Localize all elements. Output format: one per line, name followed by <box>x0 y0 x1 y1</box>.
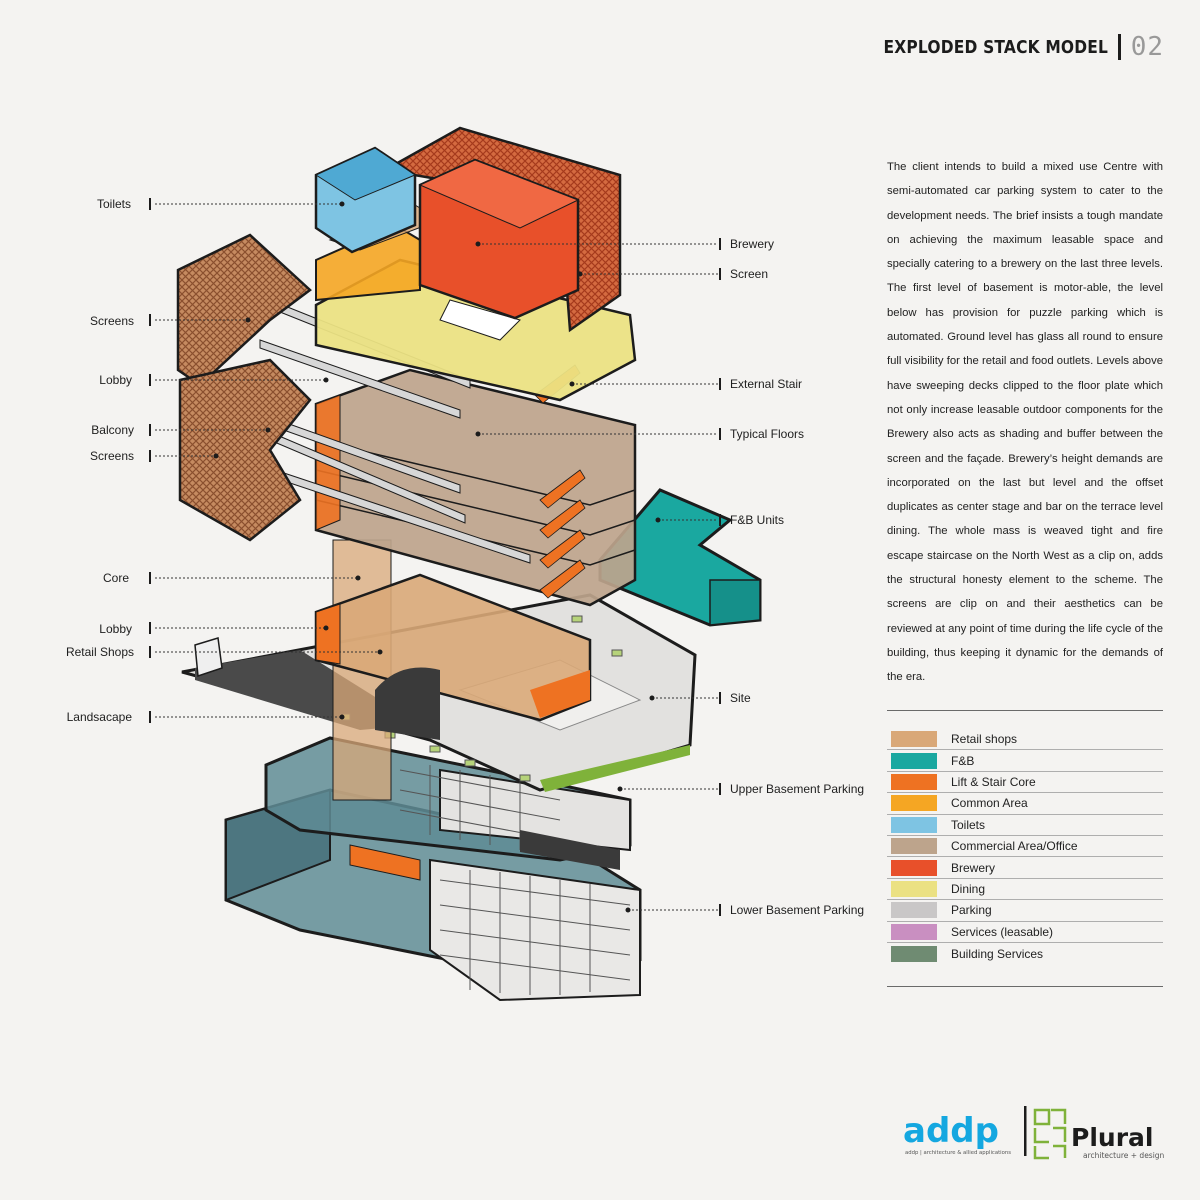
legend-item: Common Area <box>887 793 1163 815</box>
label-core: Core <box>102 571 129 585</box>
label-upper-basement: Upper Basement Parking <box>730 782 865 796</box>
legend-swatch <box>891 773 937 790</box>
legend-swatch <box>891 902 937 919</box>
label-external-stair: External Stair <box>730 377 803 391</box>
sheet-title: EXPLODED STACK MODEL <box>883 36 1108 58</box>
leader-lines <box>155 203 718 911</box>
legend-item: Commercial Area/Office <box>887 836 1163 858</box>
label-screen: Screen <box>730 267 769 281</box>
legend-label: Parking <box>951 903 992 918</box>
legend-swatch <box>891 923 937 940</box>
label-typical-floors: Typical Floors <box>730 427 805 441</box>
legend-item: Building Services <box>887 943 1163 964</box>
legend-item: Toilets <box>887 815 1163 836</box>
lower-parking-grid <box>439 870 631 995</box>
firm-logos: addp addp | architecture & allied applic… <box>903 1106 1165 1160</box>
legend-label: Lift & Stair Core <box>951 774 1036 789</box>
legend-item: Brewery <box>887 857 1163 879</box>
sheet-number: 02 <box>1130 32 1164 62</box>
toilets-mass <box>314 146 417 254</box>
legend-label: Toilets <box>951 817 986 832</box>
legend-label: Brewery <box>951 860 996 875</box>
label-lobby-bottom: Lobby <box>99 622 132 636</box>
plural-logo-mark <box>1033 1108 1067 1160</box>
retail-floor-mass <box>314 573 592 740</box>
legend-swatch <box>891 795 937 812</box>
left-screens <box>176 233 312 542</box>
legend-swatch <box>891 838 937 855</box>
legend-item: Retail shops <box>887 729 1163 751</box>
project-description: The client intends to build a mixed use … <box>887 161 1163 684</box>
plural-wordmark: Plural <box>1071 1123 1153 1152</box>
label-site: Site <box>730 691 751 705</box>
legend-item: F&B <box>887 750 1163 772</box>
addp-logo: addp addp | architecture & allied applic… <box>903 1111 1011 1156</box>
legend-label: Building Services <box>951 946 1044 961</box>
plural-tagline: architecture + design <box>1083 1151 1165 1160</box>
legend-label: Services (leasable) <box>951 924 1054 939</box>
brewery-mass <box>418 158 580 320</box>
legend-item: Lift & Stair Core <box>887 772 1163 794</box>
legend-label: Dining <box>951 881 986 896</box>
logo-divider <box>1024 1106 1027 1156</box>
legend-swatch <box>891 816 937 833</box>
legend-item: Parking <box>887 900 1163 922</box>
label-retail-shops: Retail Shops <box>65 645 134 659</box>
plural-logo: Plural architecture + design <box>1071 1123 1165 1160</box>
label-lower-basement: Lower Basement Parking <box>730 903 865 917</box>
legend-label: F&B <box>951 753 975 768</box>
legend-label: Retail shops <box>951 732 1018 747</box>
sheet-header: EXPLODED STACK MODEL 02 <box>847 32 1164 62</box>
legend-item: Dining <box>887 879 1163 901</box>
label-screens-mid: Screens <box>89 449 134 463</box>
leader-dots <box>213 201 661 913</box>
legend-swatch <box>891 945 937 962</box>
leader-ticks <box>149 198 721 916</box>
addp-tagline: addp | architecture & allied application… <box>905 1150 1011 1156</box>
legend-swatch <box>891 752 937 769</box>
addp-wordmark: addp <box>903 1111 999 1151</box>
label-balcony: Balcony <box>91 423 134 437</box>
header-divider <box>1117 34 1121 60</box>
legend-swatch <box>891 880 937 897</box>
label-toilets: Toilets <box>96 197 131 211</box>
legend-swatch <box>891 731 937 748</box>
legend-label: Common Area <box>951 796 1028 811</box>
label-lobby-top: Lobby <box>99 373 132 387</box>
label-landscape: Landsacape <box>66 710 132 724</box>
label-fb-units: F&B Units <box>730 513 785 527</box>
legend-item: Services (leasable) <box>887 922 1163 943</box>
legend-label: Commercial Area/Office <box>951 839 1078 854</box>
label-brewery: Brewery <box>730 237 775 251</box>
legend-swatch <box>891 859 937 876</box>
label-screens-top: Screens <box>89 314 134 328</box>
